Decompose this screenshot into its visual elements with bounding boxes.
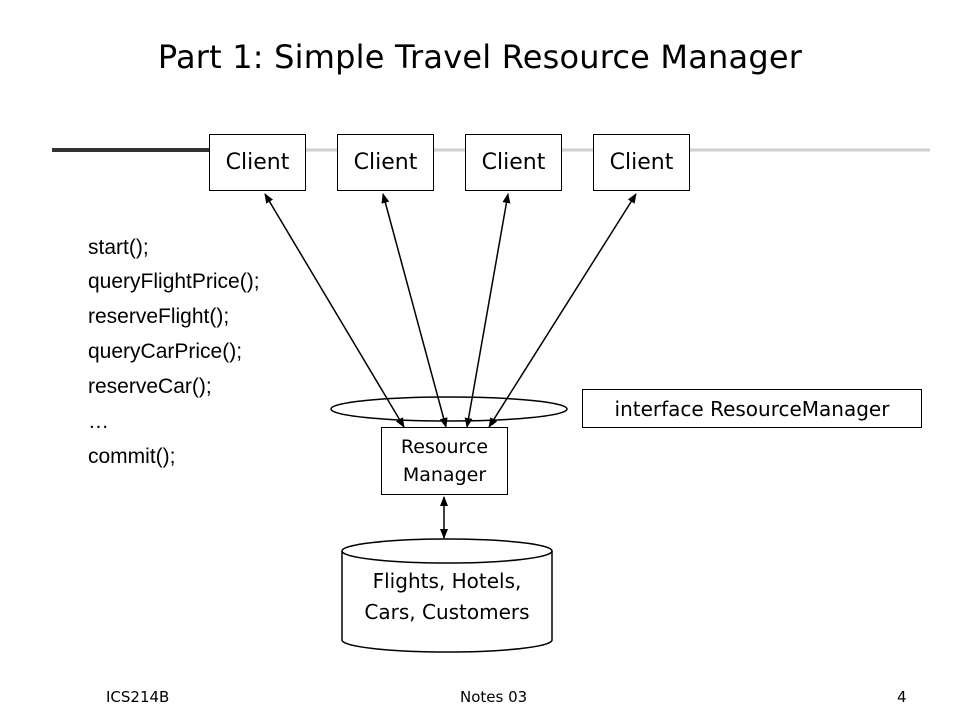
arrow-client-1 (264, 193, 405, 428)
resource-manager-line2: Manager (402, 464, 487, 486)
arrow-client-4 (488, 193, 637, 428)
arrow-client-2 (381, 193, 448, 428)
client-box-3: Client (465, 134, 562, 191)
client-box-1: Client (209, 134, 306, 191)
slide-title: Part 1: Simple Travel Resource Manager (157, 38, 803, 76)
method-reserve-car: reserveCar(); (88, 375, 212, 398)
resource-manager-box: Resource Manager (381, 427, 508, 495)
database-line2: Cars, Customers (364, 600, 530, 624)
client-box-2: Client (337, 134, 434, 191)
interface-ellipse (330, 396, 568, 422)
arrow-client-3 (464, 193, 511, 428)
resource-manager-line1: Resource (400, 436, 489, 458)
client-box-4: Client (593, 134, 690, 191)
method-query-flight-price: queryFlightPrice(); (88, 270, 260, 293)
database-line1: Flights, Hotels, (372, 569, 522, 593)
method-commit: commit(); (88, 445, 176, 468)
method-reserve-flight: reserveFlight(); (88, 305, 230, 328)
interface-label-box: interface ResourceManager (582, 389, 922, 428)
footer-page-number: 4 (897, 688, 907, 706)
method-start: start(); (88, 236, 149, 259)
footer-course: ICS214B (106, 688, 170, 706)
database-cylinder (341, 538, 553, 653)
method-query-car-price: queryCarPrice(); (88, 340, 243, 363)
method-ellipsis: … (88, 410, 109, 433)
footer-notes: Notes 03 (460, 688, 528, 706)
database-label: Flights, Hotels, Cars, Customers (342, 566, 552, 628)
